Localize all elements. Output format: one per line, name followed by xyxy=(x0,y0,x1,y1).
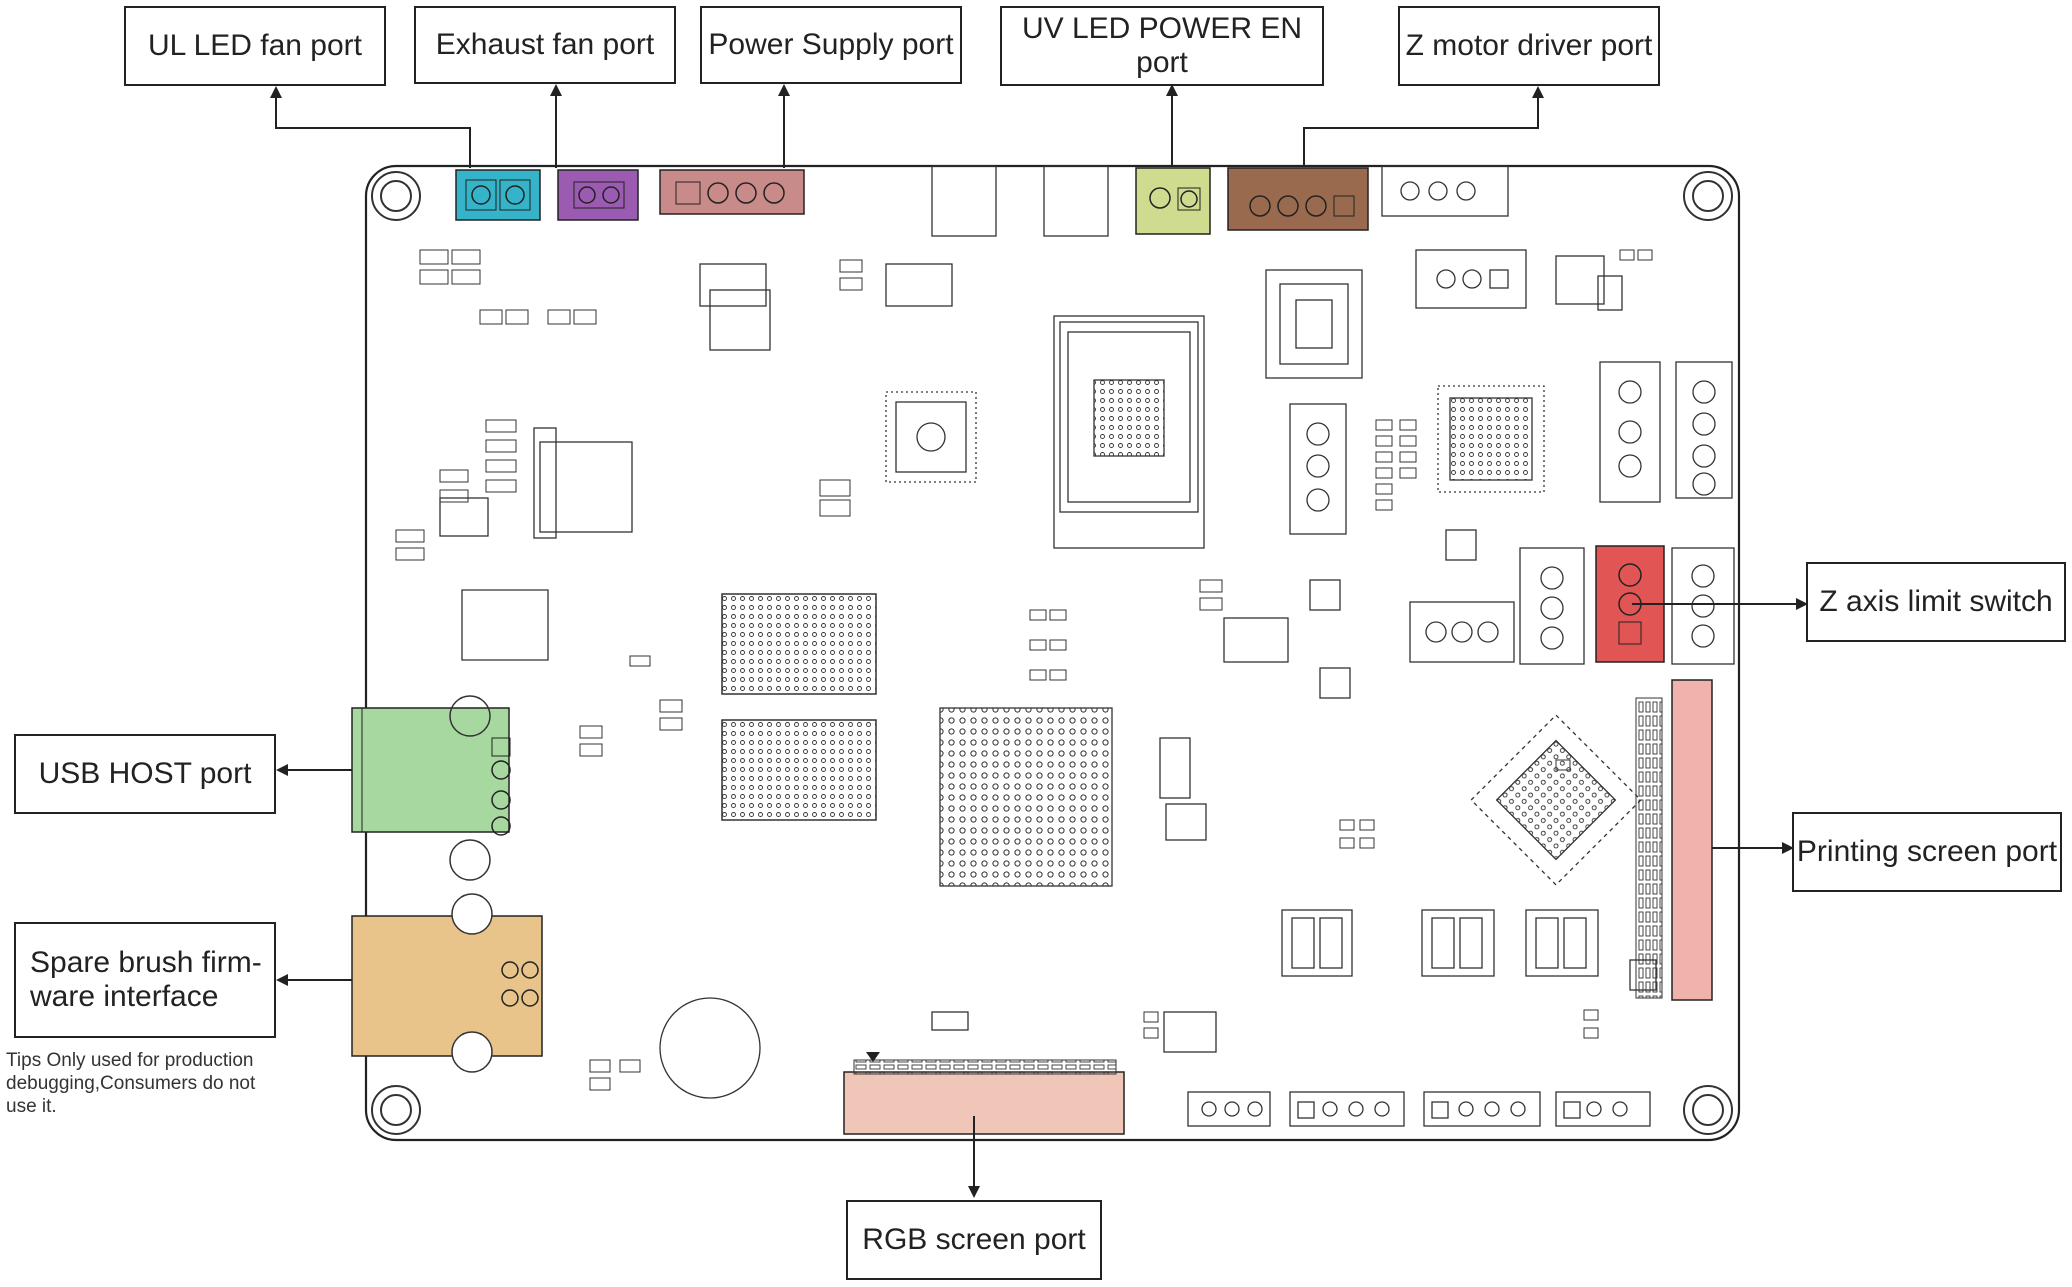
tips-line1: Tips Only used for production xyxy=(6,1050,254,1071)
callout-leaders xyxy=(270,84,1808,1198)
printing-screen-port-label: Printing screen port xyxy=(1792,812,2062,892)
uv-led-power-connector xyxy=(1135,167,1211,235)
ul-led-fan-port-label: UL LED fan port xyxy=(124,6,386,86)
pcb-outline xyxy=(364,164,1741,1142)
z-axis-limit-switch-text: Z axis limit switch xyxy=(1819,584,2053,618)
exhaust-fan-connector xyxy=(557,169,639,221)
uv-led-power-en-port-label: UV LED POWER EN port xyxy=(1000,6,1324,86)
z-motor-driver-port-label: Z motor driver port xyxy=(1398,6,1660,86)
tips-note: Tips Only used for production debugging,… xyxy=(6,1050,286,1118)
usb-host-port-label: USB HOST port xyxy=(14,734,276,814)
rgb-screen-connector xyxy=(843,1052,1125,1135)
tips-line3: use it. xyxy=(6,1095,57,1117)
board-components xyxy=(439,165,1735,1127)
power-supply-port-text: Power Supply port xyxy=(708,27,954,61)
tips-line2: debugging,Consumers do not xyxy=(6,1072,256,1094)
rgb-screen-port-text: RGB screen port xyxy=(862,1222,1086,1256)
uv-led-power-en-port-text: UV LED POWER EN port xyxy=(1021,11,1303,80)
exhaust-fan-port-label: Exhaust fan port xyxy=(414,6,676,84)
ul-led-fan-connector xyxy=(455,169,541,221)
printing-screen-connector xyxy=(1635,679,1713,1001)
printing-screen-port-text: Printing screen port xyxy=(1796,834,2058,868)
ul-led-fan-port-text: UL LED fan port xyxy=(148,28,362,62)
spare-brush-text-line1: Spare brush firm- xyxy=(30,945,262,979)
usb-host-port-text: USB HOST port xyxy=(38,756,252,790)
smd-components xyxy=(395,249,1653,1091)
power-supply-port-label: Power Supply port xyxy=(700,6,962,84)
mounting-holes xyxy=(371,171,1733,1135)
spare-brush-firmware-label: Spare brush firm- ware interface xyxy=(14,922,276,1038)
exhaust-fan-port-text: Exhaust fan port xyxy=(435,27,655,61)
usb-host-connector xyxy=(351,695,511,881)
spare-brush-connector xyxy=(351,893,543,1073)
z-motor-driver-port-text: Z motor driver port xyxy=(1405,28,1653,62)
z-motor-driver-connector xyxy=(1227,167,1369,231)
power-supply-connector xyxy=(659,169,805,215)
spare-brush-text-line2: ware interface xyxy=(30,980,219,1013)
z-axis-limit-switch-label: Z axis limit switch xyxy=(1806,562,2066,642)
rgb-screen-port-label: RGB screen port xyxy=(846,1200,1102,1280)
